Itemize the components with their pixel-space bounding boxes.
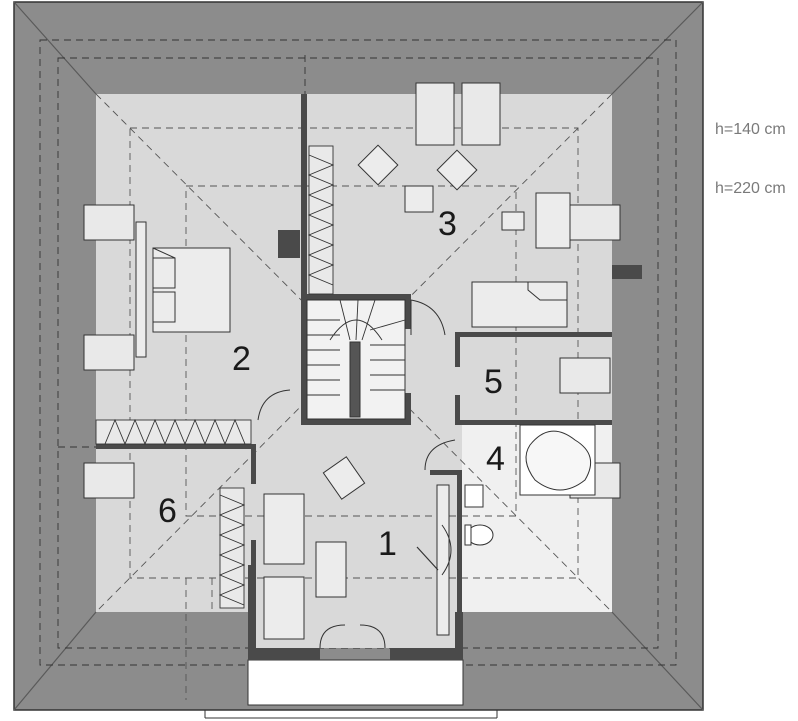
arrow-line (416, 546, 439, 571)
balcony (247, 659, 464, 706)
room-number-4: 4 (486, 440, 505, 478)
staircase (306, 299, 406, 420)
wardrobes (95, 145, 335, 609)
room1-furniture (263, 456, 452, 640)
room-number-2: 2 (232, 340, 251, 378)
room-number-5: 5 (484, 363, 503, 401)
doors (257, 299, 456, 649)
bed (135, 221, 231, 358)
chimney-right (612, 265, 642, 279)
bathroom-fixtures (464, 424, 596, 546)
chimney-left (278, 230, 300, 258)
room3-furniture (357, 144, 571, 328)
room-number-1: 1 (378, 525, 397, 563)
legend-height-high: h=220 cm (715, 180, 786, 197)
walls (96, 94, 612, 660)
roof-hips (13, 1, 704, 711)
room-number-6: 6 (158, 492, 177, 530)
room-number-3: 3 (438, 205, 457, 243)
roof-windows (83, 82, 621, 499)
legend-height-low: h=140 cm (715, 121, 786, 138)
